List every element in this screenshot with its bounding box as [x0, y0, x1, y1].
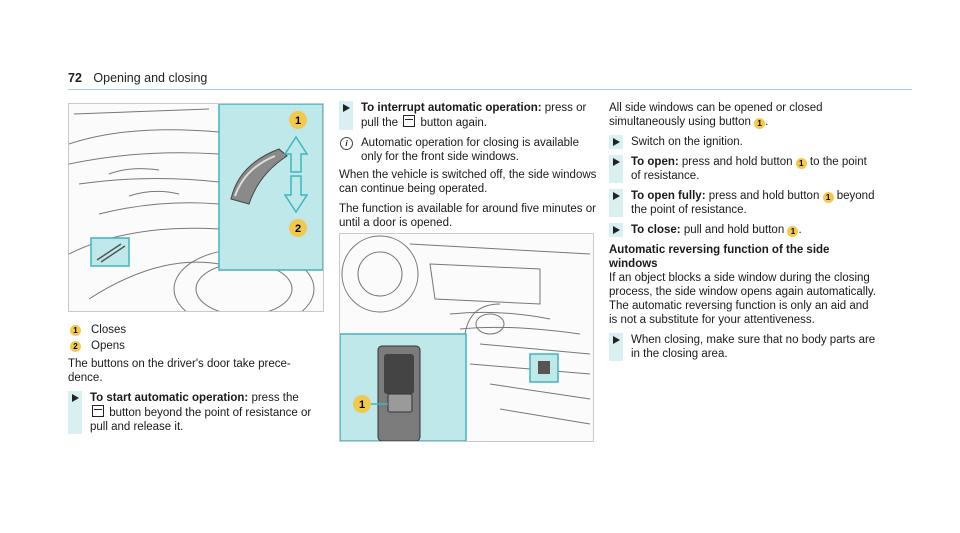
door-switch-drawing: 1 2 — [69, 104, 323, 311]
callout-1-marker — [353, 395, 371, 413]
header-divider — [68, 89, 912, 90]
step-text: press or pull the — [361, 102, 587, 129]
window-button-icon — [403, 115, 416, 127]
column-left: 1 Closes 2 Opens The buttons on the driv… — [68, 323, 324, 440]
step-text: button beyond the point of resistance or… — [90, 407, 312, 433]
console-switch-illustration: 1 — [339, 233, 594, 442]
legend-label: Opens — [91, 340, 125, 352]
window-button-icon — [92, 405, 104, 417]
step-bar — [609, 189, 623, 217]
info-note: i Automatic operation for closing is ava… — [339, 136, 597, 164]
step-text: press and hold button — [705, 190, 820, 202]
arrow-right-icon — [612, 336, 620, 344]
console-drawing: 1 — [340, 235, 591, 441]
step-open: To open: press and hold button 1 to the … — [609, 155, 879, 183]
para-all-windows: All side windows can be opened or closed… — [609, 101, 879, 129]
callout-2-marker — [289, 219, 307, 237]
step-text: press the — [248, 392, 299, 404]
step-text: press and hold button — [678, 156, 793, 168]
page-number: 72 — [68, 71, 82, 85]
step-title: To interrupt automatic operation: — [361, 102, 542, 114]
arrow-right-icon — [342, 104, 350, 112]
step-close: To close: pull and hold button 1. — [609, 223, 879, 237]
legend-label: Closes — [91, 324, 127, 336]
legend-item-closes: 1 Closes — [68, 323, 324, 337]
step-text: beyond the point of resistance. — [631, 190, 875, 216]
para-vehicle-off: When the vehicle is switched off, the si… — [339, 169, 597, 195]
step-text: When closing, make sure that no body par… — [631, 334, 876, 360]
step-ignition: Switch on the ignition. — [609, 135, 879, 149]
para-five-minutes: The function is available for around fiv… — [339, 203, 596, 229]
info-text: Automatic operation for closing is avail… — [361, 137, 579, 163]
info-icon: i — [340, 137, 353, 150]
step-text: . — [798, 224, 802, 236]
callout-2-label: 2 — [295, 223, 301, 235]
step-bar — [339, 101, 353, 130]
step-title: To start automatic operation: — [90, 392, 249, 404]
arrow-right-icon — [612, 138, 620, 146]
arrow-right-icon — [612, 192, 620, 200]
subheading-auto-reversing: Automatic reversing function of the side… — [609, 244, 830, 270]
arrow-right-icon — [612, 158, 620, 166]
step-text: pull and hold button — [680, 224, 785, 236]
step-bar — [68, 391, 82, 434]
step-title: To open fully: — [631, 190, 706, 202]
column-right: All side windows can be opened or closed… — [609, 101, 879, 367]
step-bar — [609, 155, 623, 183]
step-title: To close: — [631, 224, 681, 236]
step-interrupt-automatic: To interrupt automatic operation: press … — [339, 101, 597, 130]
para-text: All side windows can be opened or closed… — [609, 102, 823, 128]
legend-item-opens: 2 Opens — [68, 339, 324, 353]
callout-1-inline: 1 — [822, 192, 834, 203]
intro-text: The buttons on the driver's door take pr… — [68, 358, 291, 384]
step-title: To open: — [631, 156, 679, 168]
legend-number: 2 — [70, 340, 81, 352]
legend-number: 1 — [70, 324, 81, 336]
callout-1-label: 1 — [295, 115, 301, 127]
callout-1-inline: 1 — [754, 118, 766, 129]
arrow-right-icon — [71, 394, 79, 402]
page-header: 72 Opening and closing — [68, 71, 207, 85]
step-start-automatic: To start automatic operation: press the … — [68, 391, 324, 434]
step-bar — [609, 223, 623, 237]
step-bar — [609, 135, 623, 149]
callout-1-inline: 1 — [787, 226, 799, 237]
callout-1-inline: 1 — [795, 158, 807, 169]
column-middle: To interrupt automatic operation: press … — [339, 101, 597, 236]
para-text: . — [765, 116, 769, 128]
door-switch-illustration: 1 2 — [68, 103, 324, 312]
step-body-parts-warning: When closing, make sure that no body par… — [609, 333, 879, 361]
step-bar — [609, 333, 623, 361]
para-auto-reversing: If an object blocks a side window during… — [609, 272, 876, 326]
callout-1-label: 1 — [359, 399, 365, 411]
step-text: button again. — [417, 117, 487, 129]
section-title: Opening and closing — [93, 71, 208, 85]
step-text: to the point of resistance. — [631, 156, 867, 182]
step-open-fully: To open fully: press and hold button 1 b… — [609, 189, 879, 217]
callout-1-marker — [289, 111, 307, 129]
arrow-right-icon — [612, 226, 620, 234]
step-text: Switch on the ignition. — [631, 136, 743, 148]
